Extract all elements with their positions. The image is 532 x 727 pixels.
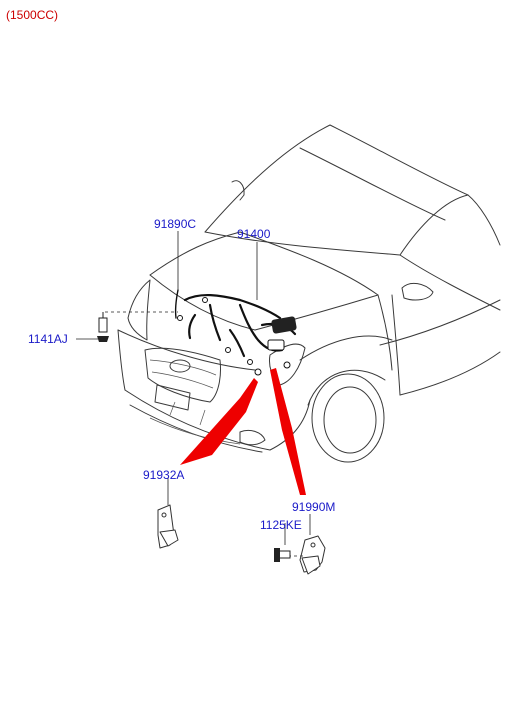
car-outline	[117, 124, 501, 463]
wiring-harness-drawing	[174, 289, 297, 376]
bracket-91990m-drawing	[299, 535, 326, 575]
leader-lines	[76, 231, 311, 545]
highlight-arrow-right	[270, 368, 306, 495]
highlight-arrow-left	[180, 378, 258, 465]
highlight-arrows	[180, 368, 306, 495]
bracket-91932a-drawing	[157, 504, 179, 549]
callout-91890c[interactable]: 91890C	[154, 217, 197, 231]
bolt-1141aj-drawing	[97, 312, 109, 342]
callout-91400[interactable]: 91400	[237, 227, 271, 241]
callout-1141aj[interactable]: 1141AJ	[28, 332, 68, 346]
callout-1125ke[interactable]: 1125KE	[260, 518, 302, 532]
callout-91932a[interactable]: 91932A	[143, 468, 185, 482]
bolt-1125ke-drawing	[274, 548, 304, 562]
callout-91990m[interactable]: 91990M	[292, 500, 336, 514]
engine-variant-label: (1500CC)	[6, 8, 59, 22]
